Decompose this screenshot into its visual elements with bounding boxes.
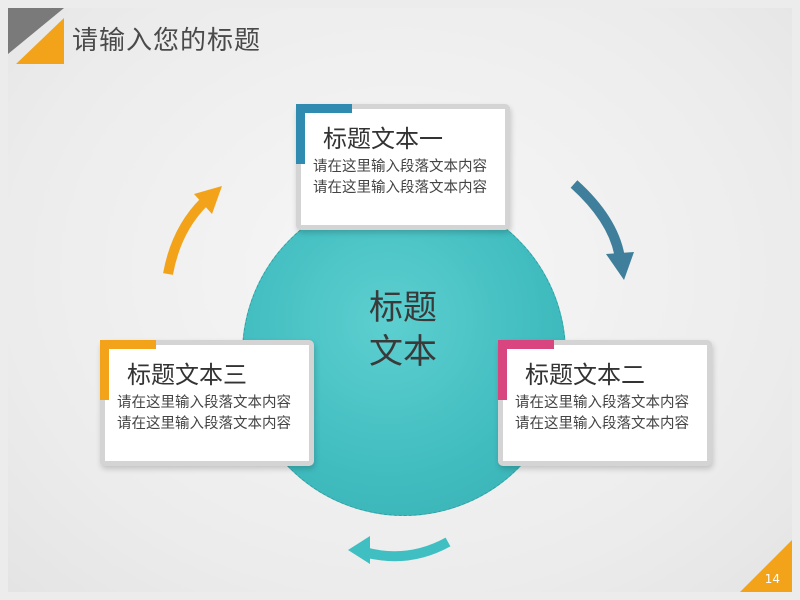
corner-decoration-bottom-right <box>740 540 792 592</box>
text-box-2: 标题文本二 请在这里输入段落文本内容请在这里输入段落文本内容 <box>498 340 712 466</box>
text-box-3: 标题文本三 请在这里输入段落文本内容请在这里输入段落文本内容 <box>100 340 314 466</box>
slide: 请输入您的标题 标题 文本 标题文本一 请在这里输入段落文本内容请在这里输入段落… <box>8 8 792 592</box>
box-2-title: 标题文本二 <box>525 361 645 389</box>
box-3-title: 标题文本三 <box>127 361 247 389</box>
page-number: 14 <box>764 572 780 586</box>
box-1-title: 标题文本一 <box>323 125 443 153</box>
center-title: 标题 文本 <box>338 286 468 374</box>
arrow-left-icon <box>163 186 222 275</box>
center-title-line-1: 标题 <box>369 288 437 328</box>
box-2-body: 请在这里输入段落文本内容请在这里输入段落文本内容 <box>515 395 689 432</box>
box-1-accent <box>296 104 352 164</box>
box-3-accent <box>100 340 156 400</box>
corner-decoration-top-left <box>8 8 64 64</box>
page-title: 请输入您的标题 <box>72 26 262 56</box>
box-2-accent <box>498 340 554 400</box>
cycle-arrows <box>163 180 634 564</box>
center-title-line-2: 文本 <box>369 332 437 372</box>
box-3-body: 请在这里输入段落文本内容请在这里输入段落文本内容 <box>117 395 291 432</box>
arrow-bottom-icon <box>348 536 451 564</box>
box-1-body: 请在这里输入段落文本内容请在这里输入段落文本内容 <box>313 159 487 196</box>
arrow-top-right-icon <box>570 180 634 280</box>
text-box-1: 标题文本一 请在这里输入段落文本内容请在这里输入段落文本内容 <box>296 104 510 230</box>
